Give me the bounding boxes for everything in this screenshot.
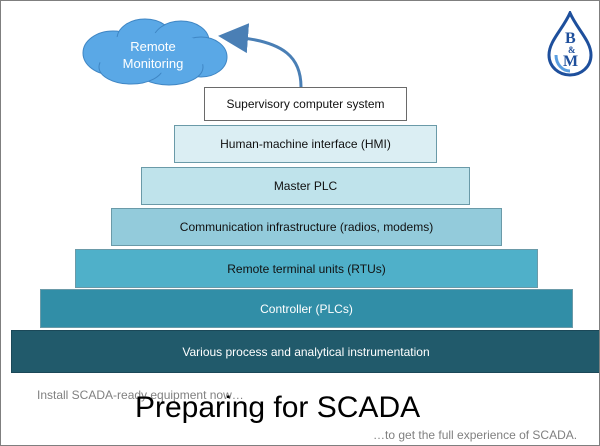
cloud-icon: [82, 18, 228, 86]
tier-supervisory-computer: Supervisory computer system: [204, 87, 407, 121]
tier-controller-plcs: Controller (PLCs): [40, 289, 573, 328]
tier-instrumentation: Various process and analytical instrumen…: [11, 330, 599, 373]
logo-ampersand: &: [568, 45, 576, 55]
bm-water-drop-logo: B & M: [547, 11, 593, 77]
tier-master-plc: Master PLC: [141, 167, 470, 205]
cloud-label: Remote Monitoring: [101, 38, 205, 72]
cloud-label-line1: Remote: [130, 39, 176, 54]
logo-letter-m: M: [563, 53, 578, 70]
subtitle-install-note: Install SCADA-ready equipment now…: [37, 388, 244, 402]
logo-letter-b: B: [565, 30, 576, 47]
tier-communication-infrastructure: Communication infrastructure (radios, mo…: [111, 208, 502, 246]
cloud-label-line2: Monitoring: [122, 56, 184, 71]
slide-title: Preparing for SCADA: [135, 391, 421, 424]
tier-rtus: Remote terminal units (RTUs): [75, 249, 538, 288]
subtitle-experience-note: …to get the full experience of SCADA.: [373, 428, 578, 442]
remote-monitoring-cloud: Remote Monitoring: [73, 15, 233, 87]
tier-hmi: Human-machine interface (HMI): [174, 125, 437, 163]
